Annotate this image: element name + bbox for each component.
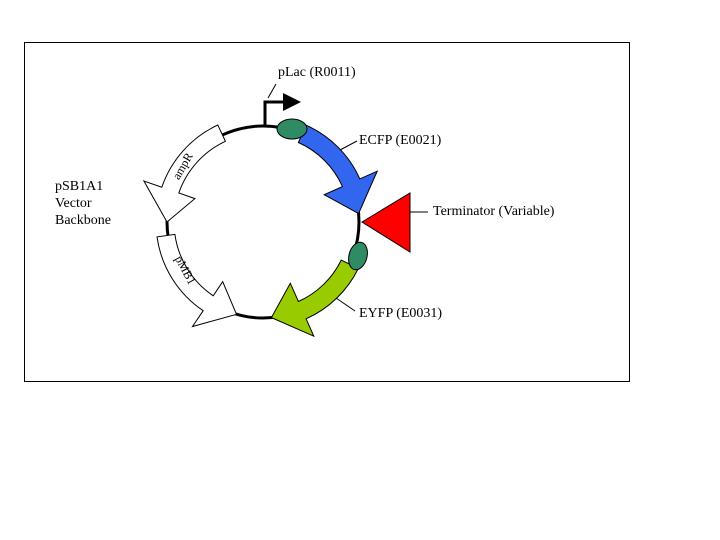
ecfp-arrow bbox=[297, 124, 379, 215]
ampR-arrow bbox=[142, 124, 227, 223]
backbone-label-line2: Vector bbox=[55, 196, 92, 211]
backbone-label-line1: pSB1A1 bbox=[55, 179, 104, 194]
diagram-frame bbox=[24, 42, 630, 382]
promoter-icon bbox=[263, 93, 301, 127]
terminator-icon bbox=[361, 192, 411, 253]
eyfp-arrow bbox=[270, 259, 359, 338]
backbone-label-line3: Backbone bbox=[55, 213, 111, 228]
pMB1-arrow bbox=[156, 233, 238, 328]
eyfp-label: EYFP (E0031) bbox=[359, 306, 443, 321]
terminator-label: Terminator (Variable) bbox=[433, 204, 555, 219]
rbs-2 bbox=[348, 241, 368, 271]
leader-lines bbox=[267, 83, 428, 312]
rbs-1 bbox=[276, 118, 308, 140]
ecfp-label: ECFP (E0021) bbox=[359, 133, 442, 148]
backbone-label: pSB1A1 Vector Backbone bbox=[55, 178, 111, 229]
promoter-label: pLac (R0011) bbox=[278, 65, 356, 80]
